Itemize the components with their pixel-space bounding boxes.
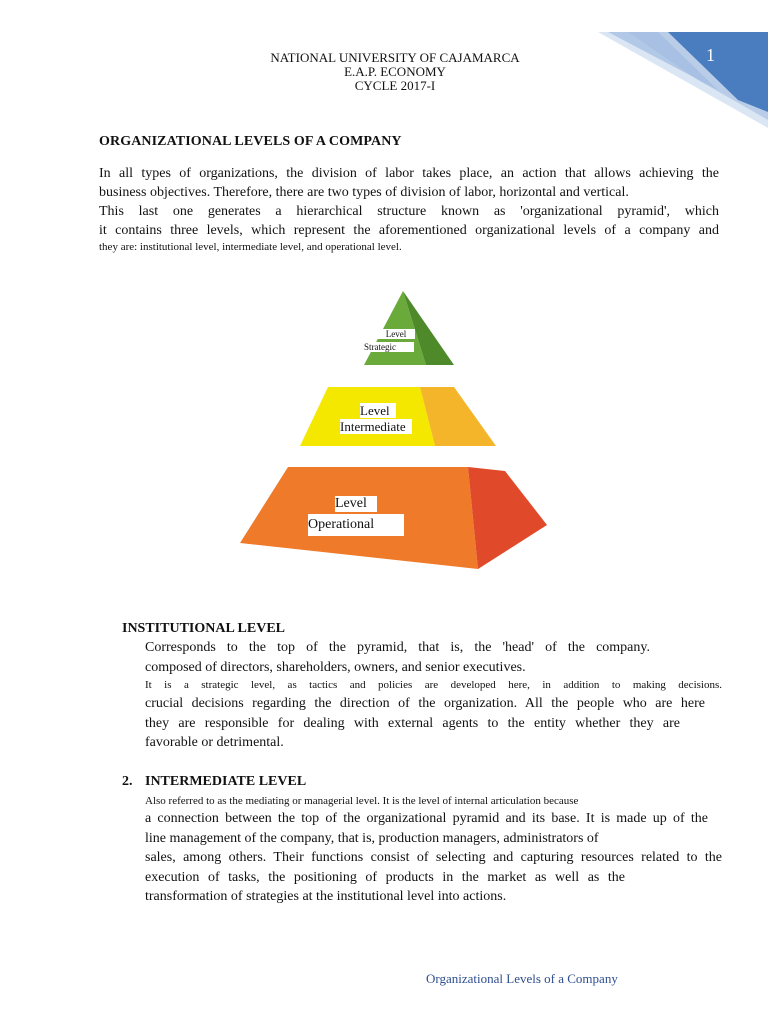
body-line: It is a strategic level, as tactics and … bbox=[145, 679, 722, 691]
intro-line: In all types of organizations, the divis… bbox=[99, 166, 719, 181]
pyramid-bottom-label-1: Level bbox=[335, 496, 377, 512]
body-line: Corresponds to the top of the pyramid, t… bbox=[145, 640, 650, 655]
body-line: they are responsible for dealing with ex… bbox=[145, 715, 680, 731]
document-title: ORGANIZATIONAL LEVELS OF A COMPANY bbox=[99, 134, 402, 149]
body-line: Also referred to as the mediating or man… bbox=[145, 795, 579, 807]
body-line: crucial decisions regarding the directio… bbox=[145, 696, 705, 711]
section-heading-institutional: INSTITUTIONAL LEVEL bbox=[122, 621, 286, 636]
pyramid-top-label-2: Strategic bbox=[364, 342, 414, 352]
organizational-pyramid: Level Strategic Level Intermediate Level… bbox=[230, 285, 560, 585]
section-body-intermediate: Also referred to as the mediating or man… bbox=[145, 793, 722, 907]
intro-line: it contains three levels, which represen… bbox=[99, 223, 719, 238]
header-cycle: CYCLE 2017-I bbox=[354, 78, 436, 93]
intro-line: This last one generates a hierarchical s… bbox=[99, 204, 719, 219]
pyramid-bottom-label-2: Operational bbox=[308, 514, 404, 536]
section-number-intermediate: 2. bbox=[122, 774, 133, 789]
page-header: NATIONAL UNIVERSITY OF CAJAMARCA E.A.P. … bbox=[0, 51, 768, 93]
body-line: composed of directors, shareholders, own… bbox=[145, 659, 526, 675]
pyramid-middle-label-1: Level bbox=[360, 403, 396, 418]
pyramid-top-label-1: Level bbox=[377, 329, 415, 339]
body-line: a connection between the top of the orga… bbox=[145, 811, 708, 826]
body-line: transformation of strategies at the inst… bbox=[145, 889, 507, 904]
page-number: 1 bbox=[706, 45, 715, 65]
pyramid-middle-label-2: Intermediate bbox=[340, 419, 412, 434]
header-university: NATIONAL UNIVERSITY OF CAJAMARCA bbox=[270, 50, 520, 65]
intro-line: business objectives. Therefore, there ar… bbox=[99, 185, 629, 200]
intro-paragraph: In all types of organizations, the divis… bbox=[99, 164, 719, 255]
pyramid-top-side bbox=[403, 291, 454, 365]
header-school: E.A.P. ECONOMY bbox=[344, 64, 446, 79]
body-line: line management of the company, that is,… bbox=[145, 830, 599, 846]
pyramid-middle-side bbox=[420, 387, 496, 446]
body-line: execution of tasks, the positioning of p… bbox=[145, 869, 625, 885]
section-body-institutional: Corresponds to the top of the pyramid, t… bbox=[145, 638, 722, 753]
section-heading-intermediate: INTERMEDIATE LEVEL bbox=[145, 774, 307, 789]
body-line: favorable or detrimental. bbox=[145, 735, 284, 750]
pyramid-bottom-side bbox=[468, 467, 547, 569]
page-footer: Organizational Levels of a Company bbox=[426, 971, 618, 986]
body-line: sales, among others. Their functions con… bbox=[145, 850, 722, 865]
intro-line: they are: institutional level, intermedi… bbox=[99, 241, 402, 253]
corner-decoration bbox=[598, 32, 768, 128]
